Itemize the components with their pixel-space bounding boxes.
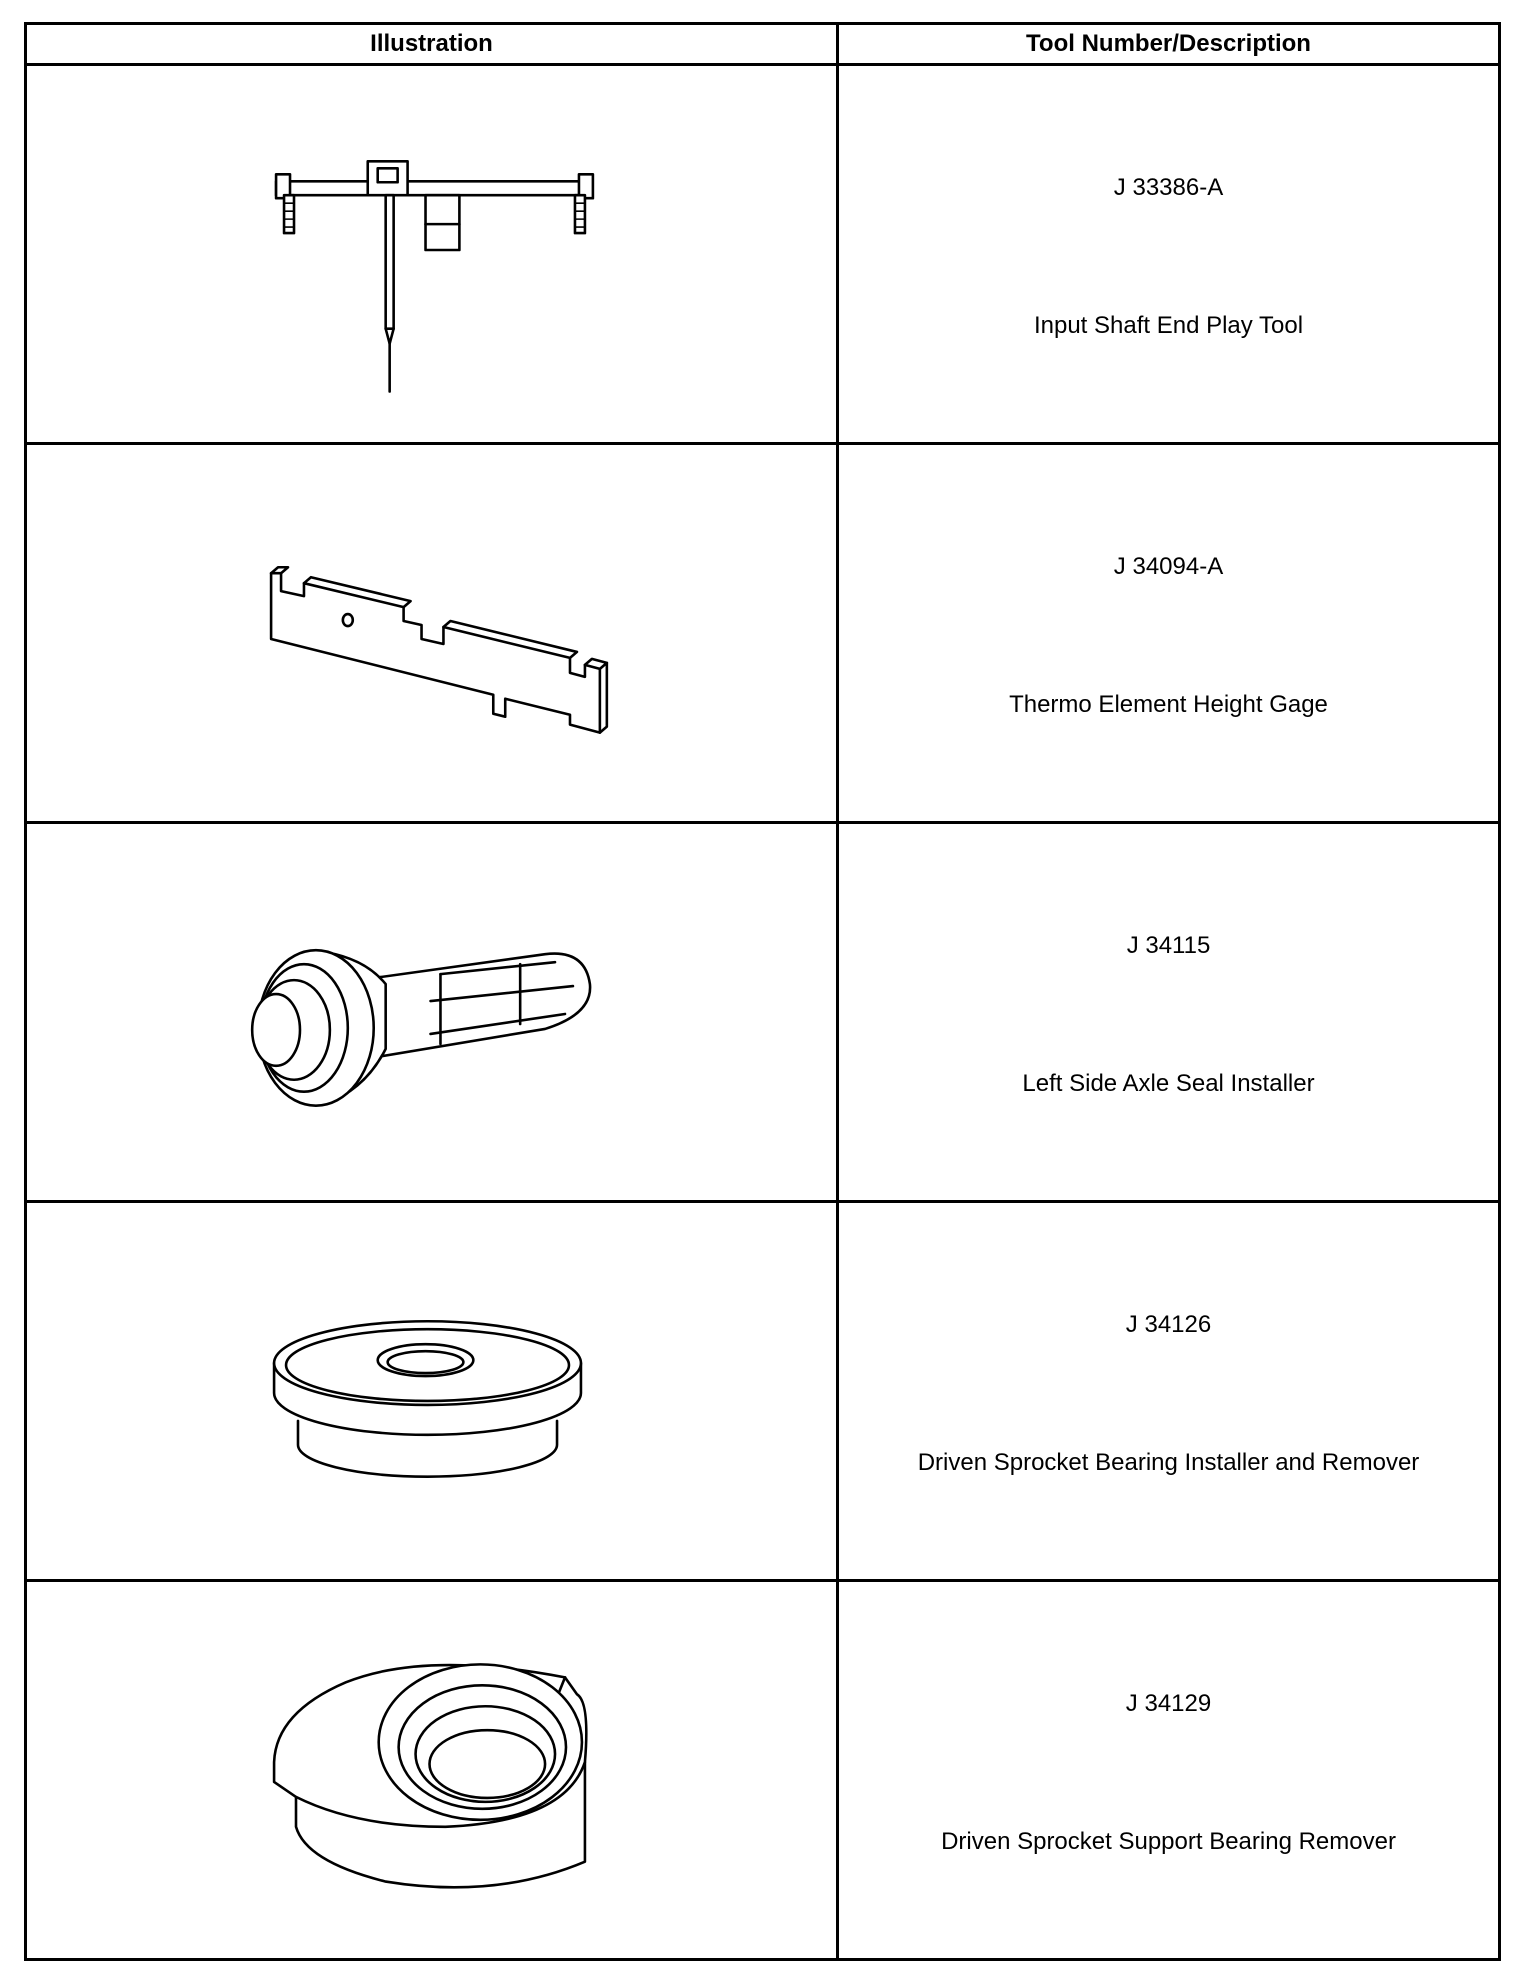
tool-number: J 34094-A <box>1113 553 1224 580</box>
tool-description: Driven Sprocket Support Bearing Remover <box>941 1828 1396 1855</box>
illustration-cell <box>24 1200 839 1582</box>
table-row: J 34094-A Thermo Element Height Gage <box>24 442 1501 824</box>
illustration-header: Illustration <box>24 22 839 66</box>
tool-description: Left Side Axle Seal Installer <box>1022 1070 1315 1097</box>
description-cell: J 34126 Driven Sprocket Bearing Installe… <box>836 1200 1501 1582</box>
tool-number: J 34115 <box>1126 932 1211 959</box>
illustration-cell <box>24 63 839 445</box>
table-header-row: Illustration Tool Number/Description <box>24 22 1501 66</box>
tool-description: Driven Sprocket Bearing Installer and Re… <box>917 1449 1420 1476</box>
tool-number: J 34129 <box>1125 1690 1212 1717</box>
description-cell: J 34129 Driven Sprocket Support Bearing … <box>836 1579 1501 1961</box>
end-play-tool-icon <box>274 160 595 393</box>
tool-description: Thermo Element Height Gage <box>1009 691 1328 718</box>
illustration-cell <box>24 442 839 824</box>
seal-installer-icon <box>250 948 592 1107</box>
illustration-cell <box>24 821 839 1203</box>
illustration-cell <box>24 1579 839 1961</box>
description-cell: J 33386-A Input Shaft End Play Tool <box>836 63 1501 445</box>
bearing-remover-icon <box>272 1663 588 1889</box>
description-cell: J 34094-A Thermo Element Height Gage <box>836 442 1501 824</box>
table-row: J 34115 Left Side Axle Seal Installer <box>24 821 1501 1203</box>
bearing-installer-icon <box>272 1319 583 1478</box>
tool-number: J 34126 <box>1125 1311 1212 1338</box>
description-cell: J 34115 Left Side Axle Seal Installer <box>836 821 1501 1203</box>
tool-description: Input Shaft End Play Tool <box>1033 312 1304 339</box>
tool-header: Tool Number/Description <box>836 22 1501 66</box>
table-row: J 34129 Driven Sprocket Support Bearing … <box>24 1579 1501 1961</box>
tool-number: J 33386-A <box>1113 174 1224 201</box>
height-gage-icon <box>269 565 609 734</box>
special-tools-table: Illustration Tool Number/Description <box>24 22 1501 1961</box>
table-row: J 33386-A Input Shaft End Play Tool <box>24 63 1501 445</box>
table-row: J 34126 Driven Sprocket Bearing Installe… <box>24 1200 1501 1582</box>
